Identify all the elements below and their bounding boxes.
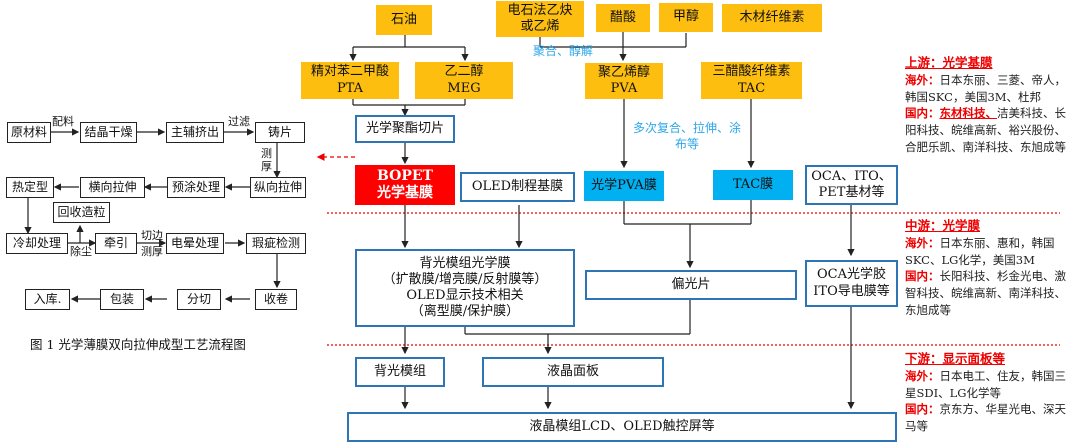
- oca-glue-line1: OCA光学胶: [817, 267, 886, 283]
- backlight-line1: 背光模组光学膜: [419, 255, 511, 271]
- process-flow-arrows: [24, 128, 281, 303]
- polyester-chip: 光学聚酯切片: [355, 115, 455, 143]
- upstream-domestic-label: 国内：: [905, 106, 940, 121]
- intermediate-tac: 三醋酸纤维素 TAC: [701, 62, 802, 99]
- note-multi-process: 多次复合、拉伸、涂 布等: [622, 120, 752, 152]
- upstream-domestic-key: 东材科技、: [939, 106, 998, 121]
- backlight-line3: OLED显示技术相关: [406, 288, 524, 303]
- downstream-domestic: 京东方、华星光电、深天马等: [905, 402, 1066, 434]
- oca-ito-pet-base: OCA、ITO、 PET基材等: [805, 165, 898, 205]
- downstream-overseas: 日本电工、住友，韩国三星SDI、LG化学等: [905, 369, 1066, 400]
- final-display-products: 液晶模组LCD、OLED触控屏等: [347, 412, 897, 442]
- step-heat-set: 热定型: [6, 177, 54, 198]
- backlight-optical-film: 背光模组光学膜 （扩散膜/增亮膜/反射膜等） OLED显示技术相关 （离型膜/保…: [355, 249, 575, 327]
- step-cast: 铸片: [255, 122, 305, 143]
- step-pack: 包装: [100, 289, 144, 310]
- intermediate-meg: 乙二醇 MEG: [415, 62, 513, 99]
- step-crystal-dry: 结晶干燥: [80, 122, 137, 143]
- lcd-panel: 液晶面板: [482, 357, 664, 387]
- downstream-domestic-label: 国内：: [905, 402, 940, 417]
- raw-petroleum: 石油: [376, 5, 432, 35]
- upstream-title: 上游：光学基膜: [905, 55, 993, 70]
- pta-name: 精对苯二甲酸: [310, 64, 389, 80]
- note-multi-line1: 多次复合、拉伸、涂: [632, 121, 741, 135]
- step-recycle: 回收造粒: [53, 202, 110, 223]
- raw-acetic-acid: 醋酸: [596, 4, 650, 32]
- note-multi-line2: 布等: [674, 137, 699, 152]
- step-corona: 电晕处理: [166, 233, 224, 254]
- sidebar-upstream: 上游：光学基膜 海外：日本东丽、三菱、帝人，韩国SKC，美国3M、杜邦 国内：东…: [905, 54, 1075, 155]
- bopet-line2: 光学基膜: [377, 185, 433, 201]
- step-cool: 冷却处理: [6, 233, 68, 254]
- backlight-module: 背光模组: [355, 357, 445, 387]
- step-slit: 分切: [177, 289, 221, 310]
- raw-acetylene: 电石法乙炔 或乙烯: [496, 1, 584, 37]
- oca-ito-film: OCA光学胶 ITO导电膜等: [805, 260, 898, 307]
- upstream-overseas-label: 海外：: [905, 73, 940, 88]
- tac-abbr: TAC: [737, 80, 766, 96]
- oca-base-line2: PET基材等: [818, 185, 885, 200]
- intermediate-pta: 精对苯二甲酸 PTA: [301, 62, 399, 99]
- sidebar-midstream: 中游：光学膜 海外：日本东丽、惠和，韩国SKC、LG化学，美国3M 国内：长阳科…: [905, 217, 1075, 318]
- pta-abbr: PTA: [336, 80, 364, 96]
- oca-base-line1: OCA、ITO、: [811, 168, 892, 184]
- step-defect: 瑕疵检测: [246, 233, 306, 254]
- note-polymerize: 聚合、醇解: [532, 44, 593, 58]
- raw-methanol: 甲醇: [659, 3, 713, 32]
- meg-name: 乙二醇: [444, 64, 484, 80]
- bopet-line1: BOPET: [377, 167, 433, 184]
- raw-wood-cellulose: 木材纤维素: [722, 4, 822, 32]
- raw-acetylene-line1: 电石法乙炔: [507, 2, 573, 18]
- polarizer: 偏光片: [585, 270, 797, 300]
- upstream-overseas: 日本东丽、三菱、帝人，韩国SKC，美国3M、杜邦: [905, 73, 1066, 104]
- label-batching: 配料: [52, 115, 74, 128]
- bopet-base-film: BOPET 光学基膜: [355, 165, 455, 205]
- step-precoat: 预涂处理: [167, 177, 225, 198]
- intermediate-pva: 聚乙烯醇 PVA: [585, 63, 663, 99]
- midstream-overseas: 日本东丽、惠和，韩国SKC、LG化学，美国3M: [905, 236, 1055, 267]
- meg-abbr: MEG: [447, 80, 481, 96]
- label-dedust: 除尘: [70, 245, 92, 258]
- oca-glue-line2: ITO导电膜等: [813, 283, 890, 299]
- downstream-title: 下游：显示面板等: [905, 351, 1006, 366]
- backlight-line4: （离型膜/保护膜）: [410, 304, 520, 320]
- label-thickness-a: 测: [261, 147, 272, 160]
- midstream-overseas-label: 海外：: [905, 236, 940, 251]
- chain-arrows: [349, 32, 855, 410]
- tac-name: 三醋酸纤维素: [712, 64, 791, 80]
- sidebar-downstream: 下游：显示面板等 海外：日本电工、住友，韩国三星SDI、LG化学等 国内：京东方…: [905, 350, 1075, 435]
- pva-abbr: PVA: [610, 81, 638, 96]
- pva-film: 光学PVA膜: [584, 171, 664, 201]
- step-raw-material: 原材料: [7, 122, 51, 143]
- step-traction: 牵引: [95, 233, 137, 254]
- step-wind: 收卷: [255, 289, 297, 310]
- step-longitudinal: 纵向拉伸: [250, 177, 306, 198]
- tac-film: TAC膜: [713, 170, 793, 200]
- label-thickness-2: 测厚: [141, 245, 163, 258]
- upstream-domestic: 洁美科技、长阳科技、皖维高新、裕兴股份、合肥乐凯、南洋科技、东旭成等: [905, 106, 1066, 154]
- label-thickness-b: 厚: [261, 160, 272, 173]
- raw-acetylene-line2: 或乙烯: [520, 19, 560, 34]
- step-transverse: 横向拉伸: [80, 177, 145, 198]
- step-store: 入库.: [25, 289, 70, 310]
- midstream-domestic: 长阳科技、杉金光电、激智科技、皖维高新、南洋科技、东旭成等: [905, 269, 1066, 317]
- label-trim: 切边: [141, 229, 163, 242]
- backlight-line2: （扩散膜/增亮膜/反射膜等）: [382, 271, 548, 287]
- step-extrude: 主辅挤出: [166, 122, 224, 143]
- oled-base-film: OLED制程基膜: [460, 172, 575, 202]
- figure-caption: 图 1 光学薄膜双向拉伸成型工艺流程图: [30, 337, 246, 352]
- label-filter: 过滤: [228, 115, 250, 128]
- midstream-title: 中游：光学膜: [905, 218, 981, 233]
- pva-name: 聚乙烯醇: [597, 64, 650, 80]
- downstream-overseas-label: 海外：: [905, 369, 940, 384]
- midstream-domestic-label: 国内：: [905, 269, 940, 284]
